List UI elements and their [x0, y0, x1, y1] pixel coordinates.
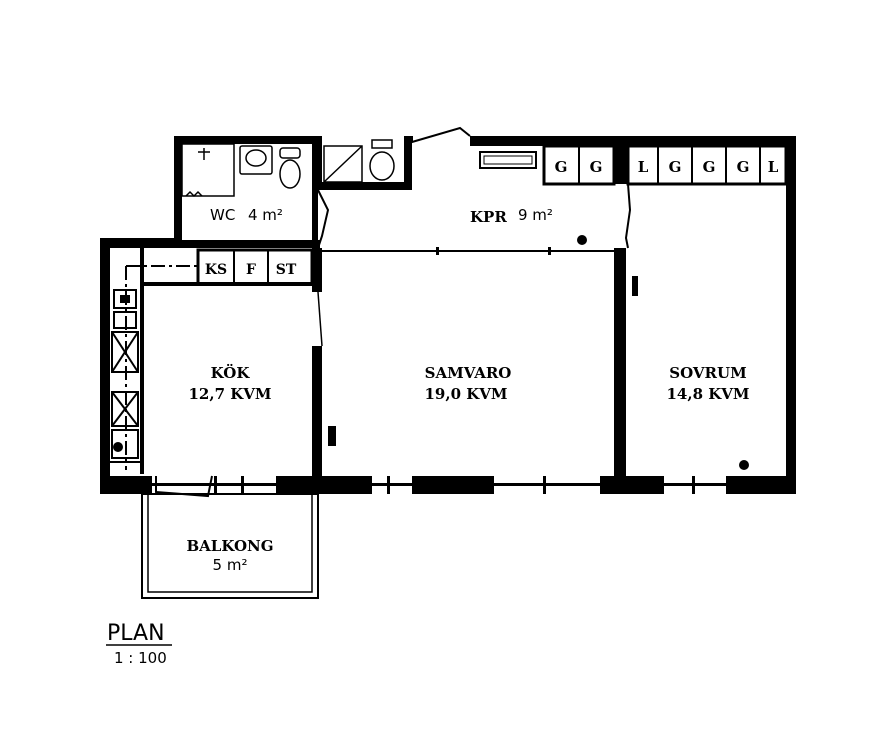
- wall-wc-bottom: [174, 240, 320, 248]
- room-area: 12,7 KVM: [188, 385, 271, 403]
- wall-kitchen-left: [100, 238, 110, 494]
- window-living-2: [494, 483, 600, 486]
- hall-outlet-icon: [577, 235, 587, 245]
- room-area: 19,0 KVM: [424, 385, 507, 403]
- wardrobe-label: L: [768, 158, 779, 176]
- balcony: [141, 475, 319, 599]
- wall-wc-top: [174, 136, 319, 144]
- room-name: SAMVARO: [425, 364, 512, 382]
- kitchen-cabinets: KS F ST: [196, 248, 314, 286]
- room-name: KPR: [470, 208, 507, 226]
- hall-wall-break: [411, 126, 471, 144]
- kitchen-appliances: [110, 289, 140, 463]
- cabinet-label: KS: [205, 262, 227, 278]
- cabinet-label: F: [246, 262, 256, 278]
- wall-wc-left: [174, 136, 182, 248]
- wall-bottom-4: [600, 476, 664, 494]
- wc-fixtures: [181, 143, 301, 198]
- shower-icon: [181, 143, 235, 197]
- room-balkong: BALKONG 5 m²: [186, 537, 273, 574]
- wall-right: [786, 136, 796, 494]
- wardrobes-bedroom: L G G G L: [626, 144, 788, 186]
- storage-fixtures: [323, 139, 395, 183]
- wardrobe-label: G: [737, 158, 750, 176]
- counter-edge: [140, 248, 144, 474]
- room-area: 9 m²: [518, 206, 553, 224]
- wall-kitchen-living-top: [312, 248, 322, 292]
- plan-scale: 1 : 100: [114, 649, 167, 667]
- window-living-1: [372, 483, 412, 486]
- wardrobe-label: G: [669, 158, 682, 176]
- wall-living-bedroom: [614, 248, 626, 476]
- sink-icon: [239, 145, 273, 175]
- room-area: 14,8 KVM: [666, 385, 749, 403]
- walls: [100, 136, 796, 494]
- wall-bottom-1: [100, 476, 152, 494]
- room-kpr: KPR 9 m²: [470, 206, 553, 226]
- wardrobe-label: G: [555, 158, 568, 176]
- wall-kitchen-living-bottom: [312, 346, 322, 476]
- room-area: 5 m²: [213, 556, 248, 574]
- wardrobe-label: L: [638, 158, 649, 176]
- stove-icon: [111, 331, 139, 373]
- sink-icon: [113, 289, 137, 309]
- wall-top-right: [470, 136, 796, 146]
- room-name: KÖK: [211, 363, 251, 382]
- water-heater-icon: [369, 151, 395, 181]
- room-name: SOVRUM: [669, 364, 746, 382]
- wall-storage-right: [404, 136, 412, 190]
- plan-title: PLAN: [107, 621, 165, 646]
- wall-bottom-3: [412, 476, 494, 494]
- fridge-icon: [111, 429, 139, 459]
- room-samvaro: SAMVARO 19,0 KVM: [424, 364, 511, 403]
- bedroom-outlet-icon: [739, 460, 749, 470]
- room-wc: WC 4 m²: [210, 206, 283, 224]
- wall-storage-bottom: [312, 182, 408, 190]
- room-sovrum: SOVRUM 14,8 KVM: [666, 364, 749, 403]
- room-area: 4 m²: [248, 206, 283, 224]
- room-name: BALKONG: [186, 537, 273, 555]
- room-kok: KÖK 12,7 KVM: [188, 363, 271, 403]
- wardrobe-label: G: [590, 158, 603, 176]
- room-name: WC: [210, 206, 235, 224]
- oven-icon: [111, 391, 139, 427]
- wall-bottom-5: [726, 476, 796, 494]
- wall-bedroom-left-top: [620, 136, 628, 184]
- wardrobe-label: G: [703, 158, 716, 176]
- wardrobes-hall: G G: [542, 144, 622, 186]
- hall-shelf-icon: [479, 151, 537, 169]
- plan-title-block: PLAN 1 : 100: [106, 621, 172, 667]
- wall-kitchen-top: [100, 238, 182, 248]
- toilet-icon: [279, 147, 301, 159]
- wall-bottom-2: [276, 476, 372, 494]
- cabinet-label: ST: [276, 262, 297, 278]
